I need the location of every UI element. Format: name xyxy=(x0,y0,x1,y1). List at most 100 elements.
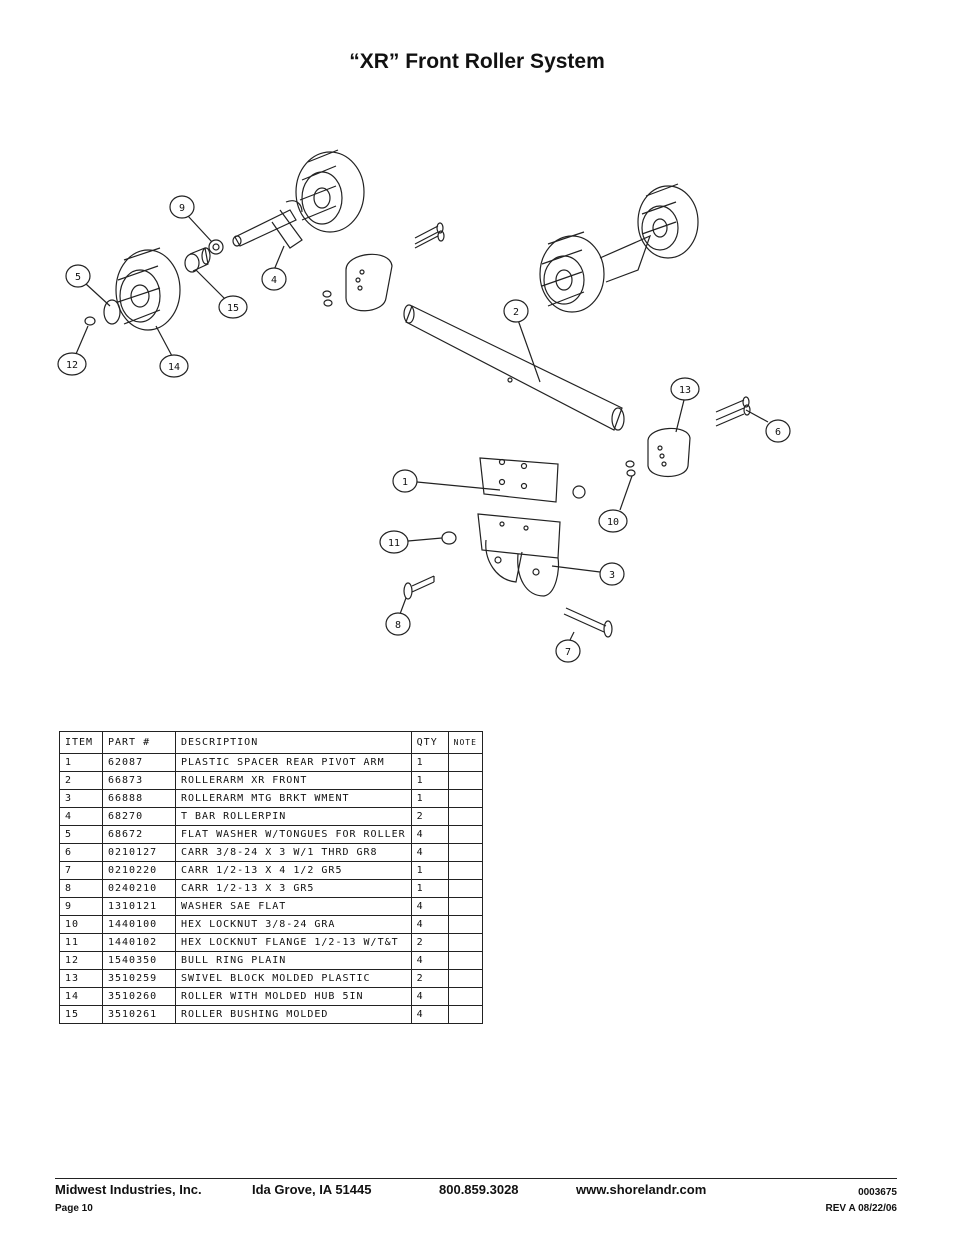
page-title: “XR” Front Roller System xyxy=(349,50,605,73)
flat-washer-tongues xyxy=(103,299,121,325)
part-number-cell: 1440102 xyxy=(102,933,176,952)
rollerarm-mtg-bracket xyxy=(477,513,561,597)
note-cell xyxy=(447,861,483,880)
note-cell xyxy=(447,969,483,988)
part-number-cell: 62087 xyxy=(102,753,176,772)
svg-text:14: 14 xyxy=(168,362,180,373)
item-cell: 4 xyxy=(59,807,103,826)
plastic-spacer-plate xyxy=(479,457,559,503)
item-cell: 11 xyxy=(59,933,103,952)
callout-10: 10 xyxy=(598,475,633,533)
svg-text:7: 7 xyxy=(565,647,571,658)
svg-text:8: 8 xyxy=(395,620,401,631)
part-number-cell: 66888 xyxy=(102,789,176,808)
note-cell xyxy=(447,843,483,862)
qty-cell: 2 xyxy=(410,969,449,988)
roller-upper-left xyxy=(295,149,365,233)
qty-cell: 1 xyxy=(410,789,449,808)
item-cell: 8 xyxy=(59,879,103,898)
svg-text:15: 15 xyxy=(227,303,239,314)
note-cell xyxy=(447,807,483,826)
description-cell: BULL RING PLAIN xyxy=(175,951,412,970)
qty-cell: 4 xyxy=(410,843,449,862)
part-number-cell: 3510261 xyxy=(102,1005,176,1024)
svg-text:5: 5 xyxy=(75,272,81,283)
item-cell: 6 xyxy=(59,843,103,862)
callout-12: 12 xyxy=(57,325,89,376)
rollerarm-xr-front xyxy=(403,304,625,431)
item-cell: 5 xyxy=(59,825,103,844)
svg-text:2: 2 xyxy=(513,307,519,318)
plastic-spacer xyxy=(345,253,393,312)
description-cell: T BAR ROLLERPIN xyxy=(175,807,412,826)
part-number-cell: 3510259 xyxy=(102,969,176,988)
note-cell xyxy=(447,771,483,790)
roller-lower-left xyxy=(115,247,181,331)
svg-text:11: 11 xyxy=(388,538,400,549)
description-cell: HEX LOCKNUT FLANGE 1/2-13 W/T&T xyxy=(175,933,412,952)
qty-cell: 1 xyxy=(410,879,449,898)
svg-text:4: 4 xyxy=(271,275,277,286)
roller-right-upper xyxy=(637,183,699,259)
note-cell xyxy=(447,753,483,772)
description-cell: ROLLERARM MTG BRKT WMENT xyxy=(175,789,412,808)
locknuts-3-8 xyxy=(625,460,636,477)
callout-13: 13 xyxy=(670,377,700,433)
part-number-cell: 66873 xyxy=(102,771,176,790)
note-cell xyxy=(447,951,483,970)
footer-website[interactable]: www.shorelandr.com xyxy=(576,1182,707,1197)
header-note: NOTE xyxy=(447,731,483,754)
header-part-number: PART # xyxy=(102,731,176,754)
description-cell: HEX LOCKNUT 3/8-24 GRA xyxy=(175,915,412,934)
qty-cell: 1 xyxy=(410,861,449,880)
item-cell: 15 xyxy=(59,1005,103,1024)
callout-3: 3 xyxy=(551,562,625,586)
qty-cell: 4 xyxy=(410,987,449,1006)
carriage-bolt-4-5in xyxy=(563,607,613,638)
callout-11: 11 xyxy=(379,530,443,554)
note-cell xyxy=(447,879,483,898)
qty-cell: 4 xyxy=(410,951,449,970)
description-cell: FLAT WASHER W/TONGUES FOR ROLLER xyxy=(175,825,412,844)
note-cell xyxy=(447,825,483,844)
qty-cell: 1 xyxy=(410,771,449,790)
hex-nut-mid xyxy=(572,485,586,499)
note-cell xyxy=(447,933,483,952)
callout-1: 1 xyxy=(392,469,501,493)
description-cell: SWIVEL BLOCK MOLDED PLASTIC xyxy=(175,969,412,988)
roller-bushing xyxy=(184,247,211,273)
header-description: DESCRIPTION xyxy=(175,731,412,754)
part-number-cell: 3510260 xyxy=(102,987,176,1006)
roller-right-lower xyxy=(539,231,652,313)
item-cell: 14 xyxy=(59,987,103,1006)
footer-divider xyxy=(55,1178,897,1179)
item-cell: 9 xyxy=(59,897,103,916)
description-cell: CARR 1/2-13 X 3 GR5 xyxy=(175,879,412,898)
svg-text:6: 6 xyxy=(775,427,781,438)
exploded-parts-diagram: 1 2 3 4 5 6 7 8 9 10 11 12 13 14 15 xyxy=(57,149,791,663)
callout-6: 6 xyxy=(745,409,791,443)
footer-phone: 800.859.3028 xyxy=(439,1182,519,1197)
svg-text:10: 10 xyxy=(607,517,619,528)
qty-cell: 2 xyxy=(410,807,449,826)
item-cell: 13 xyxy=(59,969,103,988)
qty-cell: 1 xyxy=(410,753,449,772)
note-cell xyxy=(447,897,483,916)
item-cell: 12 xyxy=(59,951,103,970)
part-number-cell: 0210127 xyxy=(102,843,176,862)
carriage-bolts-right xyxy=(715,396,751,427)
swivel-block xyxy=(647,427,691,477)
description-cell: CARR 1/2-13 X 4 1/2 GR5 xyxy=(175,861,412,880)
note-cell xyxy=(447,789,483,808)
